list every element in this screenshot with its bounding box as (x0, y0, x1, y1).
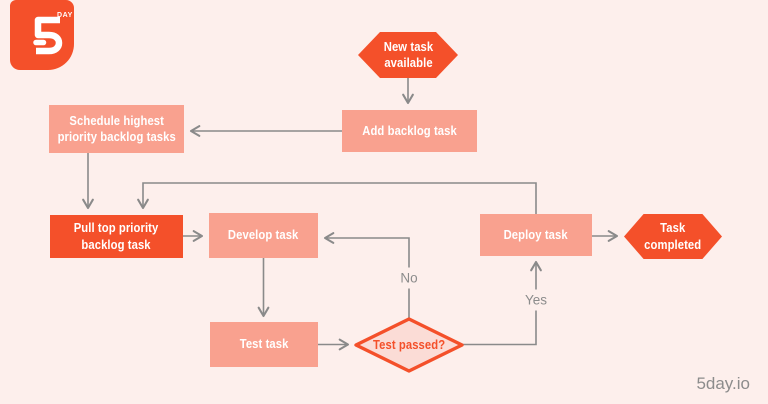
node-label: New task available (383, 39, 433, 71)
edge-deploy-pull-loop (137, 182, 537, 214)
node-label: Add backlog task (362, 123, 457, 138)
edge-decision-develop-no (323, 232, 410, 318)
node-label: Task completed (644, 221, 702, 252)
node-label: Develop task (228, 228, 299, 243)
logo-word: DAY (57, 12, 73, 19)
node-test-passed-decision: Test passed? (353, 316, 465, 374)
node-pull-top-priority: Pull top priority backlog task (50, 215, 183, 258)
logo-5-glyph: DAY (33, 12, 73, 55)
node-develop-task: Develop task (209, 213, 318, 258)
diamond-shape (354, 317, 464, 373)
node-new-task-available: New task available (358, 32, 458, 78)
node-test-task: Test task (210, 322, 318, 367)
node-label: Deploy task (503, 227, 569, 242)
node-deploy-task: Deploy task (480, 214, 592, 256)
node-label: Schedule highest priority backlog tasks (57, 113, 176, 145)
node-label: Pull top priority backlog task (74, 221, 159, 252)
edge-label-no: No (398, 267, 420, 289)
node-label: Test passed? (372, 338, 446, 352)
node-schedule-highest-priority: Schedule highest priority backlog tasks (49, 105, 184, 153)
node-add-backlog-task: Add backlog task (342, 110, 477, 152)
node-label: Test task (239, 337, 289, 352)
node-task-completed: Task completed (624, 214, 722, 259)
edge-label-yes: Yes (522, 289, 550, 311)
brand-logo: DAY (10, 0, 74, 70)
watermark-5day-io: 5day.io (696, 374, 750, 393)
